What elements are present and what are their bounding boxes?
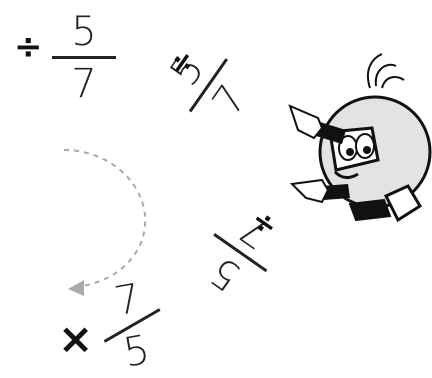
arrow-head xyxy=(68,280,84,296)
sleeve-icon xyxy=(322,184,350,200)
fraction-bar xyxy=(52,56,116,59)
antenna-icon xyxy=(366,53,383,89)
pupil-icon xyxy=(363,146,371,154)
pointing-hand-icon xyxy=(289,178,330,204)
pointing-hand-icon xyxy=(288,104,324,140)
shoe-icon xyxy=(383,184,423,223)
divide-symbol: ÷ xyxy=(14,27,43,67)
shoe-icon xyxy=(348,198,392,222)
fraction-upright: 5 7 xyxy=(44,2,124,112)
fraction-numerator: 5 xyxy=(71,9,97,55)
antenna-icon xyxy=(374,63,397,87)
pupil-icon xyxy=(346,148,354,156)
arrow-path xyxy=(63,149,147,287)
fraction-denominator: 7 xyxy=(71,61,97,107)
eye-icon xyxy=(355,133,375,159)
mouth-icon xyxy=(333,170,359,179)
sleeve-icon xyxy=(316,122,346,144)
antenna-icon xyxy=(381,76,405,89)
multiply-symbol: × xyxy=(58,314,94,363)
